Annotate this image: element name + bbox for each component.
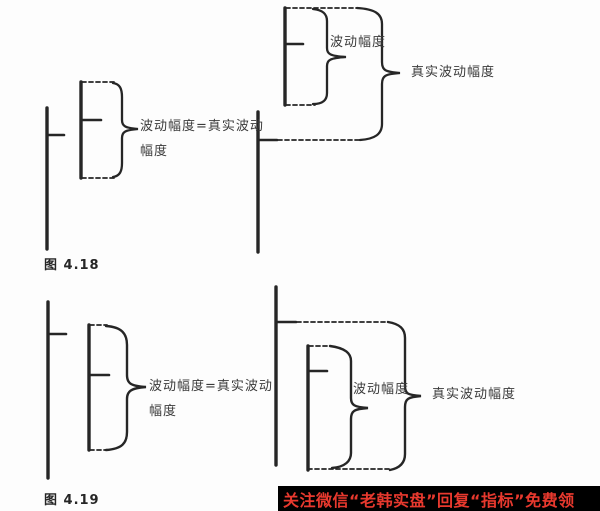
- fig419-left-brace-label: 波动幅度=真实波动 幅度: [149, 374, 273, 424]
- wechat-promo-banner-text: 关注微信“老韩实盘”回复“指标”免费领: [283, 490, 575, 510]
- fig418-left-range-brace: [111, 81, 139, 179]
- fig418-left-group: [45, 80, 139, 251]
- fig418-caption: 图 4.18: [44, 258, 100, 273]
- fig418-left-brace-label-line1: 波动幅度=真实波动: [140, 119, 264, 134]
- fig418-right-big-brace: [355, 6, 401, 142]
- fig419-right-group: [274, 285, 422, 472]
- fig418-left-brace-label: 波动幅度=真实波动 幅度: [140, 114, 264, 164]
- fig419-right-big-brace: [386, 320, 422, 472]
- fig419-caption: 图 4.19: [44, 493, 100, 508]
- wechat-promo-banner: 关注微信“老韩实盘”回复“指标”免费领: [278, 486, 600, 511]
- fig419-right-small-brace: [328, 344, 369, 470]
- fig418-right-group: [256, 6, 401, 254]
- fig419-left-group: [46, 300, 147, 480]
- fig418-right-small-brace-label: 波动幅度: [330, 35, 387, 50]
- fig419-left-brace-label-line1: 波动幅度=真实波动: [149, 379, 273, 394]
- fig418-right-small-brace: [311, 7, 347, 106]
- fig419-left-range-brace: [104, 324, 147, 452]
- fig418-left-brace-label-line2: 幅度: [140, 144, 169, 159]
- fig418-right-big-brace-label: 真实波动幅度: [411, 65, 496, 80]
- fig419-left-brace-label-line2: 幅度: [149, 404, 178, 419]
- fig419-right-small-brace-label: 波动幅度: [353, 382, 410, 397]
- fig419-right-big-brace-label: 真实波动幅度: [432, 387, 517, 402]
